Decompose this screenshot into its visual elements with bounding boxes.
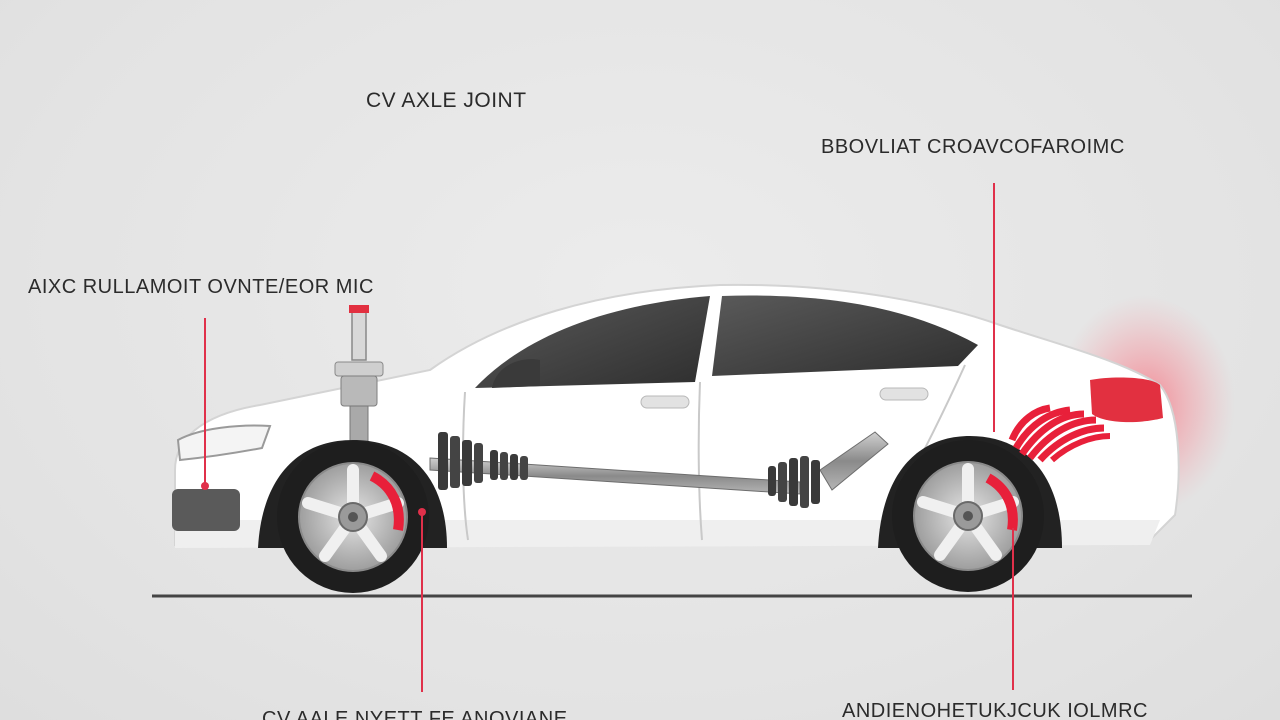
label-cv-axle-joint: CV AXLE JOINT [366, 89, 527, 112]
middle-door-line [697, 381, 703, 541]
front-door-handle [640, 395, 690, 409]
label-left: AIXC RULLAMOIT OVNTE/EOR MIC [28, 276, 374, 298]
label-bottom-left: CV AALE NYETT FE ANOVIANE [262, 708, 568, 720]
rear-cv-boot [768, 456, 820, 508]
side-mirror [492, 359, 540, 388]
tail-light [1090, 377, 1163, 423]
b-pillar [698, 294, 720, 383]
label-top-right: BBOVLIAT CROAVCOFAROIMC [821, 136, 1125, 158]
front-bumper-vent [172, 489, 240, 531]
red-cv-boot-icon [1008, 404, 1111, 463]
axle-assembly [429, 431, 889, 508]
leader-dot-bottom-left [418, 508, 426, 516]
rear-window [712, 295, 978, 376]
leader-dot-left [201, 482, 209, 490]
rear-door-handle [879, 387, 929, 401]
label-bottom-right: ANDIENOHETUKJCUK IOLMRC [842, 700, 1148, 720]
rear-wheel [892, 440, 1044, 592]
front-cv-boot [438, 432, 528, 490]
front-wheel [277, 441, 429, 593]
shock-absorber-icon [334, 305, 384, 443]
